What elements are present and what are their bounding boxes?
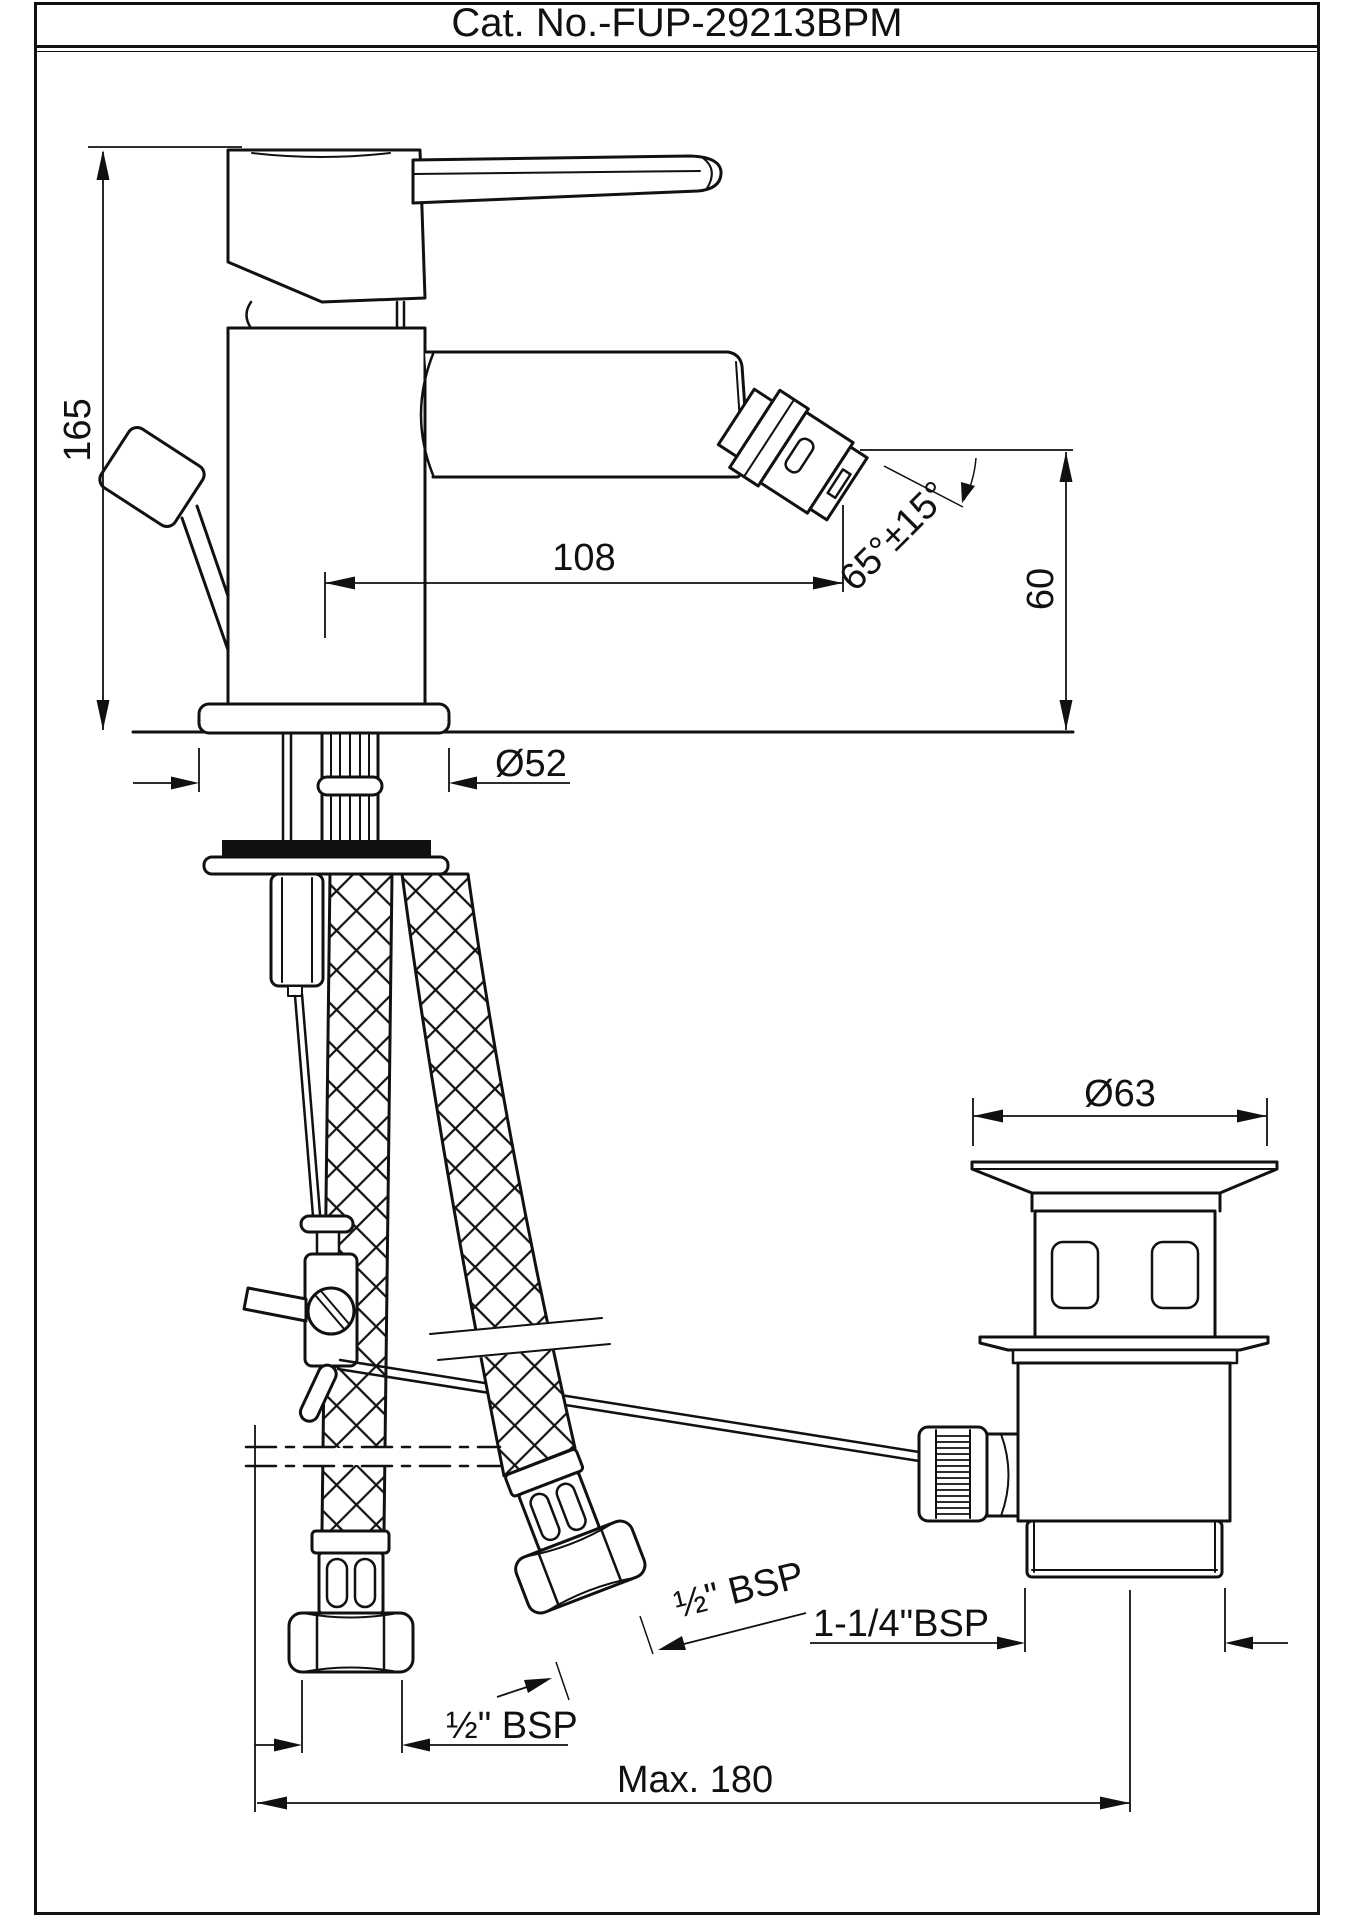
knurled-nut: [917, 1425, 1020, 1523]
pop-up-waste-assembly: [917, 1160, 1279, 1579]
hex-nut-right: [514, 1519, 647, 1615]
lever-handle: [411, 154, 723, 205]
dim-hose-thread-left: [255, 1680, 568, 1753]
threaded-shank: [316, 731, 384, 842]
waste-slotted-body: [1033, 1209, 1217, 1339]
mounting-nut: [269, 872, 325, 997]
dim-spout-reach-label: 108: [552, 537, 615, 579]
pop-up-connecting-rod: [336, 1358, 921, 1463]
dim-hose-thread-left-label: ½" BSP: [446, 1705, 578, 1747]
dim-spout-reach: [324, 505, 844, 638]
dim-aerator-height-label: 60: [1020, 568, 1062, 610]
waste-threaded-outlet: [1025, 1519, 1224, 1579]
aerator: [716, 387, 869, 522]
hose-left-break: [244, 1445, 502, 1468]
dim-hose-thread-right: [496, 1612, 807, 1701]
waste-mid-flange: [978, 1335, 1270, 1365]
lift-rod: [293, 992, 322, 1218]
pop-up-linkage: [242, 1214, 359, 1423]
dim-spout-angle: [883, 457, 977, 508]
dim-waste-outlet-thread: [810, 1588, 1288, 1652]
faucet-body: [226, 326, 427, 707]
dim-waste-flange-diameter: [972, 1098, 1268, 1146]
hose-fitting-left: [287, 1529, 415, 1674]
waste-lower-body: [1016, 1361, 1232, 1523]
title-separator-thin: [34, 51, 1320, 52]
spout: [419, 350, 750, 479]
title-separator: [34, 45, 1320, 48]
base-plate: [197, 702, 451, 735]
pop-up-knob: [98, 426, 230, 652]
dim-aerator-height: [860, 449, 1073, 730]
sheet-border: [34, 2, 1320, 1915]
dim-max-reach-label: Max. 180: [617, 1759, 773, 1801]
title-bar: Cat. No.-FUP-29213BPM: [34, 1, 1320, 45]
supply-hose-left: [320, 872, 394, 1533]
dim-waste-outlet-thread-label: 1-1/4"BSP: [813, 1603, 989, 1645]
catalog-number: Cat. No.-FUP-29213BPM: [451, 1, 903, 45]
dim-base-diameter-label: Ø52: [495, 743, 567, 785]
dim-overall-height-label: 165: [57, 398, 99, 461]
hex-nut-left: [287, 1611, 415, 1674]
dim-base-diameter: [133, 748, 570, 792]
dim-max-reach: [254, 1425, 1131, 1812]
mounting-washer: [202, 855, 450, 876]
hose-fitting-right: [504, 1448, 647, 1615]
faucet-cartridge-head: [226, 148, 427, 304]
waste-flange: [970, 1160, 1279, 1213]
hose-right-break: [429, 1317, 611, 1361]
cartridge-seam-ring: [245, 300, 406, 330]
dim-spout-angle-label: 65°±15°: [832, 474, 958, 600]
dim-waste-flange-diameter-label: Ø63: [1084, 1073, 1156, 1115]
rubber-gasket: [222, 840, 431, 857]
dim-hose-thread-right-label: ½" BSP: [670, 1554, 808, 1627]
supply-hose-right: [400, 872, 577, 1478]
dim-overall-height: [88, 146, 242, 730]
